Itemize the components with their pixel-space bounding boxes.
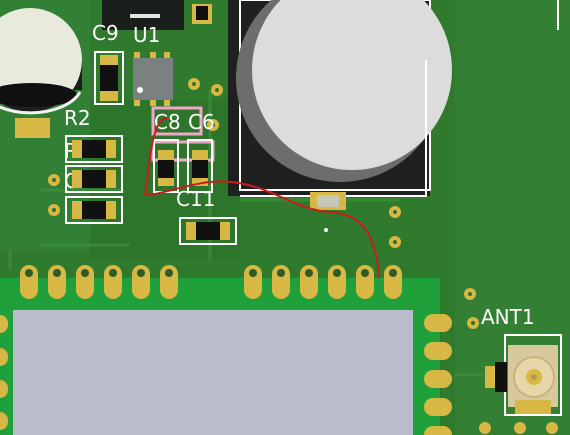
label-c11: C11 (176, 187, 215, 211)
label-r2: R2 (64, 106, 91, 130)
label-ant1: ANT1 (481, 305, 535, 329)
module-body (13, 310, 413, 435)
copper-pour-right (455, 0, 570, 435)
u1-chip (133, 58, 173, 100)
small-pad-top-core (196, 6, 208, 20)
buzzer-component (0, 8, 82, 138)
label-c9: C9 (92, 21, 119, 45)
label-c8: C8 (154, 110, 181, 134)
capacitor-c8 (153, 139, 179, 193)
module-left-pins (0, 315, 8, 430)
module-top-pin-holes (25, 269, 397, 277)
capacitor-c6 (187, 139, 213, 193)
resistor-r (65, 165, 123, 193)
c8-c6-highlight-top (151, 106, 203, 136)
label-c6: C6 (188, 110, 215, 134)
c9-core (100, 65, 118, 91)
large-inductor-component (228, 0, 452, 232)
module-right-pins (424, 314, 452, 435)
capacitor-c11 (179, 217, 237, 245)
antenna-connector (485, 334, 562, 416)
via-holes (52, 82, 475, 325)
module-top-pins (20, 265, 402, 299)
u1-pins (134, 52, 170, 106)
red-trace (143, 117, 383, 299)
u1-pin1-dot (137, 87, 143, 93)
capacitor-c (65, 196, 123, 224)
top-connector-mark (130, 14, 160, 18)
resistor-r2 (65, 135, 123, 163)
c9-outline (94, 51, 124, 105)
label-u1: U1 (133, 23, 160, 47)
